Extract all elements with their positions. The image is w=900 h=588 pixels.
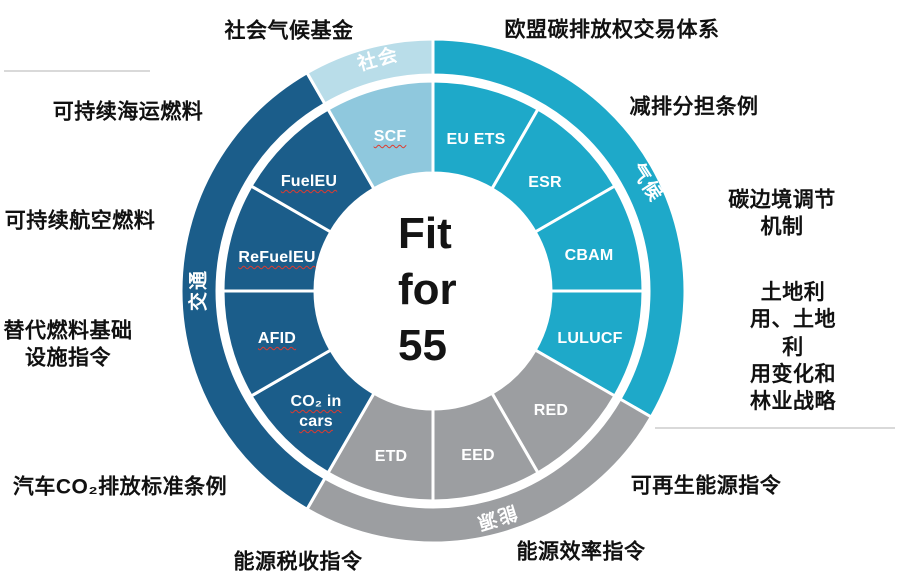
segment-label-eed: EED [461, 447, 495, 464]
outer-label-eed: 能源效率指令 [516, 540, 646, 564]
outer-label-refueleu: 可持续航空燃料 [4, 209, 156, 233]
outer-label-lulucf: 土地利用、土地利 用变化和林业战略 [750, 280, 836, 413]
outer-label-etd: 能源税收指令 [233, 550, 363, 574]
segment-label-eu-ets: EU ETS [446, 131, 506, 148]
segment-label-afid: AFID [257, 330, 297, 347]
outer-label-afid: 替代燃料基础 设施指令 [3, 319, 133, 370]
outer-label-esr: 减排分担条例 [629, 95, 759, 119]
divider-line [655, 427, 895, 429]
segment-label-co2-cars: CO₂ in cars [290, 393, 342, 430]
segment-label-refueleu: ReFuelEU [238, 249, 316, 266]
outer-label-scf: 社会气候基金 [224, 19, 354, 43]
segment-label-lulucf: LULUCF [557, 330, 623, 347]
outer-label-cbam: 碳边境调节机制 [728, 188, 836, 239]
segment-scf [325, 79, 435, 191]
segment-label-etd: ETD [374, 448, 408, 465]
segment-label-fueleu: FuelEU [280, 173, 338, 190]
segment-label-esr: ESR [528, 174, 562, 191]
outer-label-fueleu: 可持续海运燃料 [52, 100, 204, 124]
segment-label-red: RED [533, 402, 569, 419]
segment-label-scf: SCF [373, 128, 407, 145]
center-label: Fit for 55 [398, 209, 457, 370]
category-label-transport: 交通 [188, 268, 210, 312]
divider-line [4, 70, 150, 72]
outer-label-red: 可再生能源指令 [630, 474, 782, 498]
ring-arc-social [304, 37, 435, 106]
segment-label-cbam: CBAM [564, 247, 614, 264]
outer-label-eu-ets: 欧盟碳排放权交易体系 [504, 18, 720, 42]
outer-label-co2-cars: 汽车CO₂排放标准条例 [12, 475, 228, 499]
